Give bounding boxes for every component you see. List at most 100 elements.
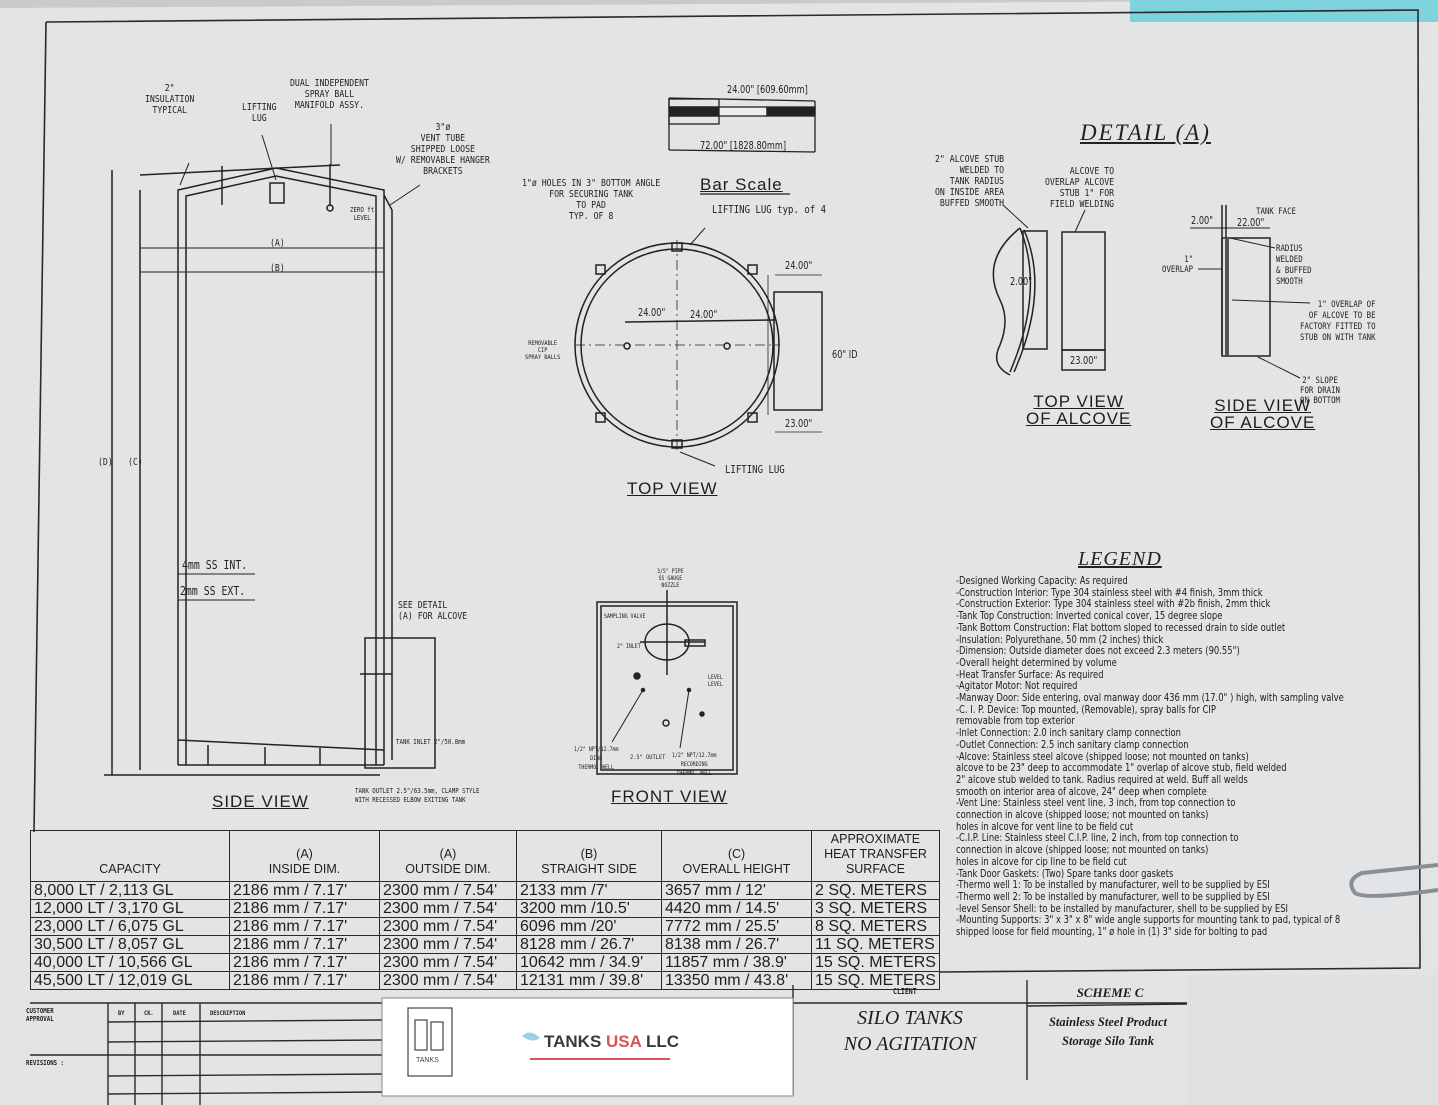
- spray-ball-label: DUAL INDEPENDENT SPRAY BALL MANIFOLD ASS…: [290, 78, 369, 111]
- inlet-label: 2" INLET: [617, 643, 641, 650]
- scheme-label: SCHEME C: [1076, 985, 1144, 1000]
- holes-note: 1"ø HOLES IN 3" BOTTOM ANGLE FOR SECURIN…: [522, 178, 661, 222]
- cell-capacity: 8,000 LT / 2,113 GL: [30, 881, 230, 900]
- bar-scale-top-label: 24.00" [609.60mm]: [727, 84, 808, 96]
- cell-inside-dim: 2186 mm / 7.17': [229, 881, 380, 900]
- lifting-lug-bottom-label: LIFTING LUG: [725, 463, 785, 476]
- insulation-label: 2" INSULATION TYPICAL: [145, 83, 195, 116]
- cell-outside-dim: 2300 mm / 7.54': [379, 917, 517, 936]
- cell-straight-side: 8128 mm / 26.7': [516, 935, 662, 954]
- legend-item: -Tank Bottom Construction: Flat bottom s…: [956, 621, 1286, 634]
- cell-overall-height: 11857 mm / 38.9': [661, 953, 812, 972]
- legend-item: -Heat Transfer Surface: As required: [956, 668, 1104, 681]
- alcove-overlap-note: ALCOVE TO OVERLAP ALCOVE STUB 1" FOR FIE…: [1045, 166, 1115, 210]
- lifting-lug-typ-label: LIFTING LUG typ. of 4: [712, 203, 827, 216]
- sheet-border: [45, 9, 1421, 973]
- legend-item: -C.I.P. Line: Stainless steel C.I.P. lin…: [956, 832, 1239, 868]
- alcove-width-label: 24.00": [785, 260, 813, 272]
- top-dim-right: 24.00": [690, 309, 718, 321]
- legend-item: -Manway Door: Side entering, oval manway…: [956, 692, 1344, 705]
- col-date: DATE: [173, 1009, 186, 1017]
- table-header-row: CAPACITY (A) INSIDE DIM. (A) OUTSIDE DIM…: [30, 830, 940, 882]
- top-view-drawing: [574, 227, 823, 467]
- slope-note: 2" SLOPE FOR DRAIN ON BOTTOM: [1300, 376, 1341, 406]
- bar-scale-graphic: [668, 97, 816, 195]
- company-logo: [407, 1007, 670, 1077]
- tank-face-label: TANK FACE: [1256, 207, 1297, 217]
- col-by: BY: [118, 1009, 125, 1017]
- dim-c-label: (C): [128, 457, 143, 468]
- legend-item: -level Sensor Shell: to be installed by …: [956, 902, 1289, 915]
- legend-item: -Inlet Connection: 2.0 inch sanitary cla…: [956, 727, 1181, 740]
- cell-inside-dim: 2186 mm / 7.17': [229, 971, 380, 990]
- front-view-title: FRONT VIEW: [611, 787, 728, 806]
- dim-a-label: (A): [270, 238, 285, 249]
- cell-inside-dim: 2186 mm / 7.17': [229, 917, 380, 936]
- legend-item: -Tank Top Construction: Inverted conical…: [956, 610, 1223, 623]
- spray-balls-label: REMOVABLE CIP SPRAY BALLS: [525, 339, 561, 361]
- legend-title: LEGEND: [1078, 548, 1162, 570]
- legend-item: -Dimension: Outside diameter does not ex…: [956, 645, 1240, 658]
- header-outside-dim: (A) OUTSIDE DIM.: [379, 830, 517, 882]
- legend-item: -Insulation: Polyurethane, 50 mm (2 inch…: [956, 633, 1164, 646]
- sampling-valve-label: SAMPLING VALVE: [604, 613, 646, 620]
- see-detail-label: SEE DETAIL (A) FOR ALCOVE: [398, 600, 468, 622]
- cell-outside-dim: 2300 mm / 7.54': [379, 971, 517, 990]
- pipe-note: 3/5" PIPE SS GAUGE NOZZLE: [657, 568, 684, 589]
- header-overall-height: (C) OVERALL HEIGHT: [661, 830, 812, 882]
- alcove-top-depth-dim: 23.00": [1070, 355, 1098, 367]
- side-view-title: SIDE VIEW: [212, 792, 309, 811]
- side-stub-dim: 2.00": [1191, 215, 1214, 227]
- capacity-table: CAPACITY (A) INSIDE DIM. (A) OUTSIDE DIM…: [30, 830, 940, 990]
- level-sensor-label: LEVEL LEVEL: [708, 674, 723, 688]
- legend-item: -Outlet Connection: 2.5 inch sanitary cl…: [956, 738, 1189, 751]
- legend-item: -Designed Working Capacity: As required: [956, 575, 1128, 587]
- cell-overall-height: 4420 mm / 14.5': [661, 899, 812, 918]
- cell-outside-dim: 2300 mm / 7.54': [379, 953, 517, 972]
- company-swoosh-icon: [522, 1032, 540, 1041]
- legend-item: -Mounting Supports: 3" x 3" x 8" wide an…: [956, 914, 1341, 939]
- legend-item: -Vent Line: Stainless steel vent line, 3…: [956, 797, 1236, 833]
- cell-straight-side: 6096 mm /20': [516, 917, 662, 936]
- legend-item: -Agitator Motor: Not required: [956, 680, 1078, 693]
- description-line-2: Storage Silo Tank: [1062, 1034, 1154, 1048]
- recording-thermo-well-label: 1/2" NPT/12.7mm RECORDING THERMO. WELL: [672, 752, 717, 777]
- cell-heat-transfer: 11 SQ. METERS: [811, 935, 940, 954]
- description-line-1: Stainless Steel Product: [1048, 1015, 1168, 1029]
- radius-note: RADIUS WELDED & BUFFED SMOOTH: [1276, 244, 1312, 287]
- logo-text: TANKS: [416, 1057, 439, 1064]
- header-heat-transfer: APPROXIMATE HEAT TRANSFER SURFACE: [811, 830, 940, 882]
- cell-straight-side: 12131 mm / 39.8': [516, 971, 662, 990]
- detail-a-drawing: [992, 204, 1311, 379]
- cell-straight-side: 2133 mm /7': [516, 881, 662, 900]
- cell-heat-transfer: 3 SQ. METERS: [811, 899, 940, 918]
- cell-capacity: 23,000 LT / 6,075 GL: [30, 917, 230, 936]
- cell-outside-dim: 2300 mm / 7.54': [379, 935, 517, 954]
- cell-heat-transfer: 15 SQ. METERS: [811, 971, 940, 990]
- dim-b-label: (B): [270, 263, 285, 274]
- cell-capacity: 45,500 LT / 12,019 GL: [30, 971, 230, 990]
- legend-list: -Designed Working Capacity: As required …: [956, 575, 1372, 939]
- cell-inside-dim: 2186 mm / 7.17': [229, 899, 380, 918]
- cell-heat-transfer: 15 SQ. METERS: [811, 953, 940, 972]
- dim-d-label: (D): [98, 457, 113, 468]
- cell-capacity: 30,500 LT / 8,057 GL: [30, 935, 230, 954]
- legend-item: -Alcove: Stainless steel alcove (shipped…: [956, 750, 1287, 798]
- side-depth-dim: 22.00": [1237, 217, 1265, 229]
- cell-heat-transfer: 2 SQ. METERS: [811, 881, 940, 900]
- legend-item: -Thermo well 1: To be installed by manuf…: [956, 879, 1270, 892]
- interior-shell-label: 4mm SS INT.: [182, 558, 248, 572]
- header-inside-dim: (A) INSIDE DIM.: [229, 830, 380, 882]
- cell-straight-side: 10642 mm / 34.9': [516, 953, 662, 972]
- cell-overall-height: 7772 mm / 25.5': [661, 917, 812, 936]
- header-capacity: CAPACITY: [30, 830, 230, 882]
- level-label: ZERO ft LEVEL: [350, 206, 375, 222]
- detail-a-title: DETAIL (A): [1080, 120, 1211, 145]
- top-view-title: TOP VIEW: [627, 479, 718, 498]
